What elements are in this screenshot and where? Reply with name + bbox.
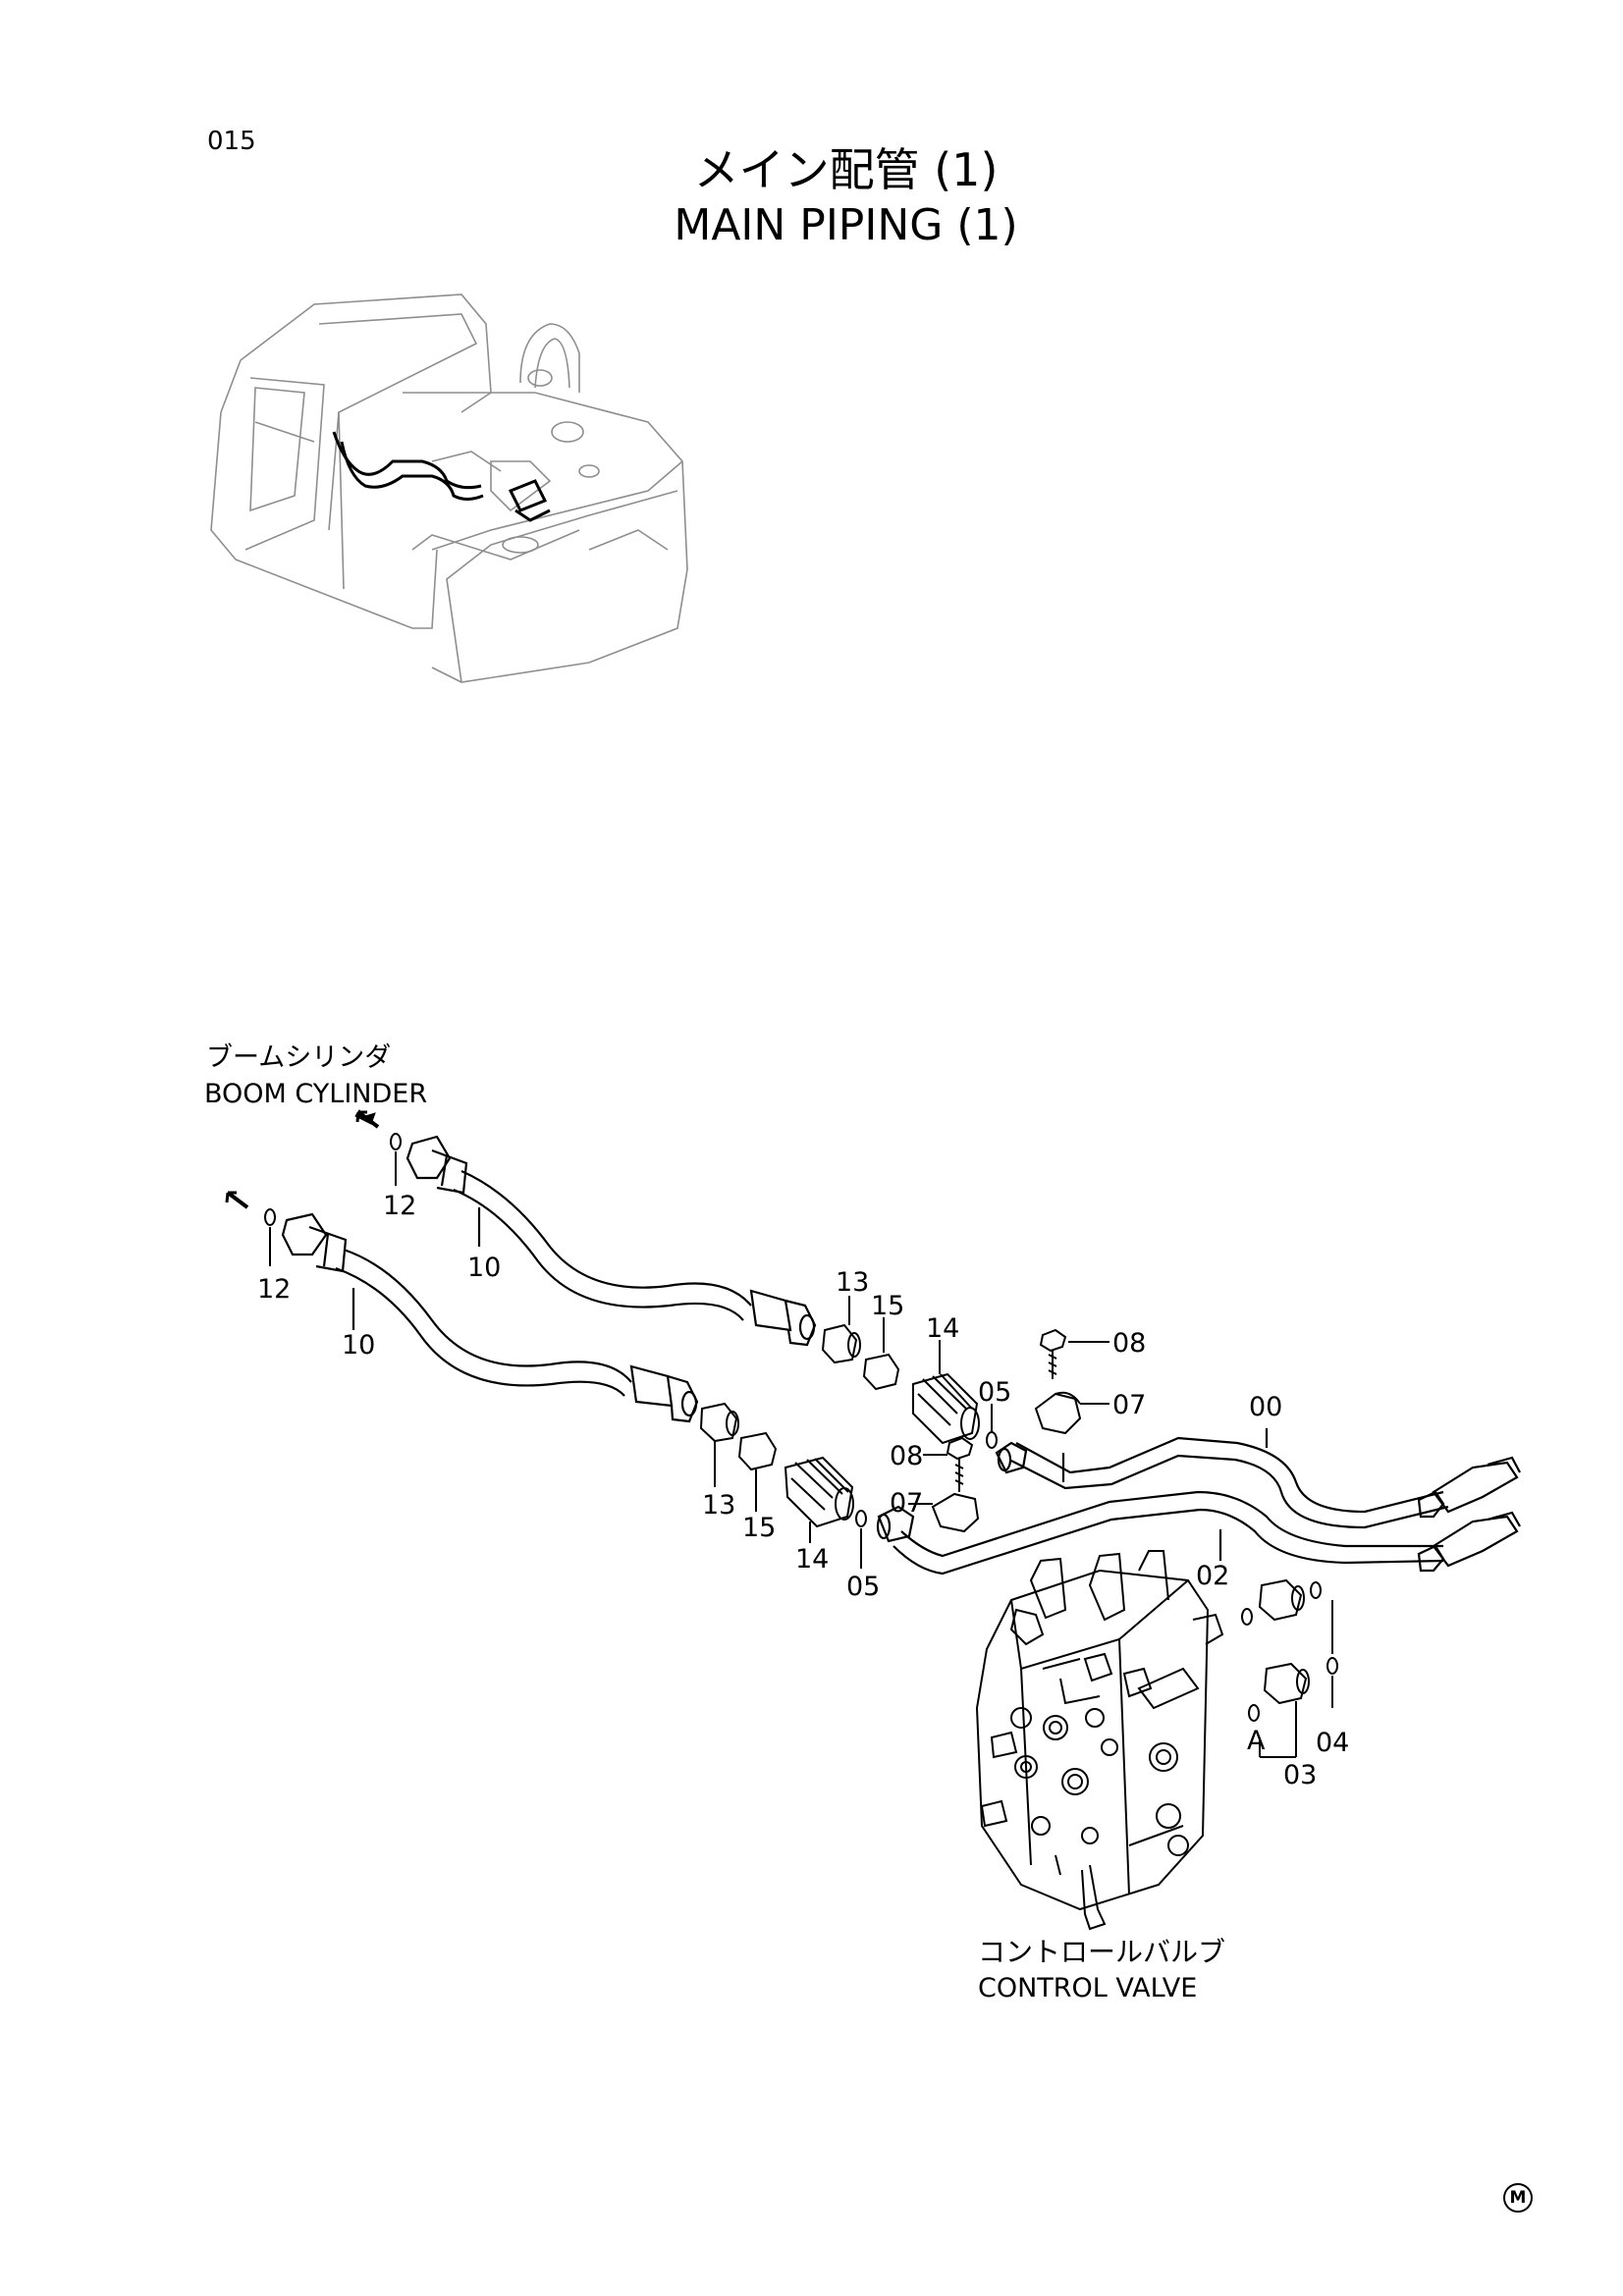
callout-13-lower: 13 [702,1490,736,1521]
callout-14-upper: 14 [926,1313,960,1344]
control-valve-label-japanese: コントロールバルブ [978,1936,1226,1968]
callout-08-upper: 08 [1112,1328,1147,1359]
overview-piping-highlight [334,432,550,520]
boom-cylinder-label-english: BOOM CYLINDER [204,1079,428,1109]
hose-10-lower [283,1214,697,1421]
callout-07-upper: 07 [1112,1390,1147,1420]
o-ring-05-upper [987,1404,997,1448]
coupler-14-lower [785,1458,853,1543]
adapter-13-upper [823,1296,860,1362]
view-a-label: A [1247,1726,1266,1756]
coupler-14-upper [913,1340,979,1443]
callout-14-lower: 14 [795,1544,830,1575]
m-mark-icon: M [1503,2183,1533,2213]
bolt-08-lower [923,1438,972,1492]
callout-04: 04 [1316,1728,1350,1758]
boom-cylinder-label-japanese: ブームシリンダ [206,1042,392,1073]
callout-07-lower: 07 [890,1488,924,1519]
callout-08-lower: 08 [890,1441,924,1471]
callout-10-upper: 10 [467,1253,502,1283]
callout-05-lower: 05 [846,1572,881,1602]
control-valve-illustration [977,1551,1222,1929]
callout-03: 03 [1283,1760,1318,1790]
pipe-00 [997,1428,1520,1527]
o-ring-12-lower [265,1209,275,1266]
page-number: 015 [207,127,256,156]
nut-15-lower [739,1433,776,1512]
callout-12-lower: 12 [257,1274,292,1305]
callout-15-upper: 15 [871,1291,905,1321]
bolt-08-upper [1041,1330,1109,1379]
callout-00: 00 [1249,1392,1283,1422]
o-ring-12-upper [391,1134,401,1186]
clamp-07-upper [1036,1393,1109,1433]
o-ring-05-lower [856,1511,866,1569]
page-title-japanese: メイン配管 (1) [693,143,999,196]
callout-05-upper: 05 [978,1377,1012,1408]
clamp-07-lower [908,1494,978,1531]
flow-arrow-icon [227,1193,247,1207]
adapter-03-lower [1249,1600,1337,1757]
flow-arrow-icon [355,1110,378,1127]
callout-13-upper: 13 [836,1267,870,1298]
nut-15-upper [864,1317,898,1389]
callout-12-upper: 12 [383,1191,417,1221]
callout-15-lower: 15 [742,1513,777,1543]
excavator-overview-illustration [211,294,687,682]
control-valve-label-english: CONTROL VALVE [978,1973,1198,2003]
pipe-02 [878,1492,1520,1574]
adapter-13-lower [701,1404,738,1487]
callout-02: 02 [1196,1561,1230,1591]
adapter-03-upper [1242,1580,1321,1625]
page-title-english: MAIN PIPING (1) [674,200,1018,250]
callout-10-lower: 10 [342,1330,376,1361]
hose-10-upper [407,1137,815,1345]
